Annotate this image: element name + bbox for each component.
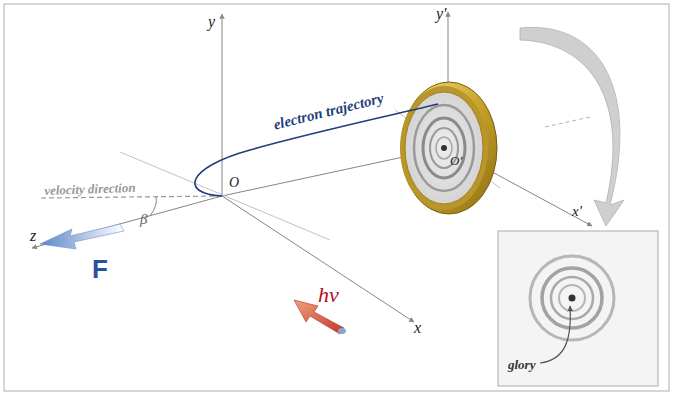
axis-label: z: [30, 228, 36, 244]
axis-label: y: [208, 14, 215, 30]
field-label: F: [92, 256, 108, 282]
field-arrow: [40, 224, 124, 249]
frame: [4, 4, 669, 391]
axis-label: x': [572, 204, 582, 219]
origin-label: O: [229, 176, 239, 190]
velocity-line: [40, 196, 222, 198]
origin-label: O': [450, 154, 462, 167]
angle-label: β: [140, 212, 147, 227]
glory-label: glory: [508, 358, 535, 371]
angle-arc: [150, 197, 156, 216]
inset-panel: [498, 231, 658, 386]
velocity-label: velocity direction: [44, 181, 136, 197]
axis-label: x: [414, 320, 421, 336]
zoom-arrow: [520, 27, 624, 226]
detector: [400, 82, 497, 214]
photon-label: hν: [318, 284, 339, 306]
axis-label: y': [436, 6, 447, 22]
